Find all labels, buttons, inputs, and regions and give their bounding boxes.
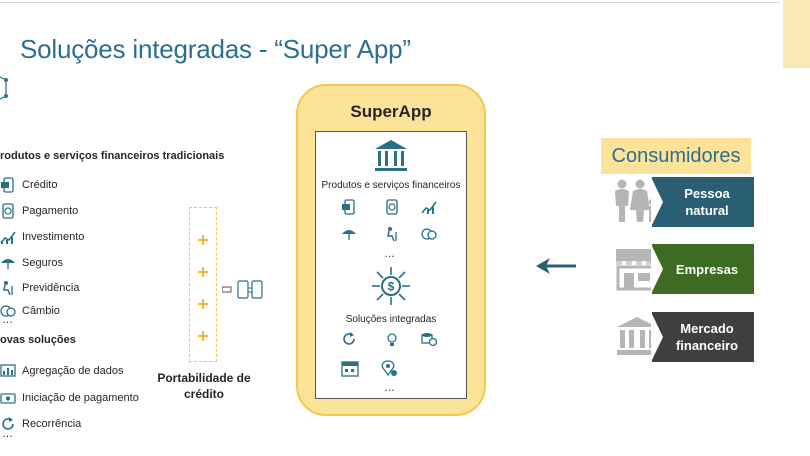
traditional-heading: rodutos e serviços financeiros tradicion… (0, 150, 225, 162)
corner-accent (783, 0, 810, 68)
payment-initiation-icon (0, 390, 16, 406)
calendar-icon (341, 361, 359, 377)
retirement-icon (387, 227, 397, 242)
plus-icon (197, 266, 209, 278)
slide-title: Soluções integradas - “Super App” (20, 34, 411, 64)
superapp-screen (315, 131, 467, 399)
payment-initiation-icon (387, 333, 397, 346)
list-item: Investimento (0, 224, 150, 250)
integrated-money-icon: $ (372, 267, 410, 305)
portability-label: Portabilidade de crédito (157, 371, 251, 401)
investment-chart-icon (421, 201, 437, 214)
new-solutions-list: Agregação de dados Iniciação de pagament… (0, 357, 150, 437)
recurrence-icon (343, 332, 355, 345)
currency-exchange-icon (421, 228, 437, 240)
top-divider (0, 2, 780, 3)
arrow-left-icon (536, 258, 576, 274)
products-more: … (384, 248, 395, 260)
location-money-icon (381, 360, 397, 377)
consumer-empresas: Empresas (651, 244, 754, 294)
chevron-notch (651, 177, 663, 227)
consumers-title: Consumidores (601, 138, 751, 174)
plus-icon (197, 330, 209, 342)
list-item: Seguros (0, 250, 150, 276)
credit-card-phone-icon (0, 177, 16, 193)
umbrella-icon (342, 230, 356, 240)
list-item: Previdência (0, 276, 150, 300)
list-item: Crédito (0, 172, 150, 198)
phones-transfer-icon (222, 280, 263, 299)
list-item: Recorrência (0, 411, 150, 437)
new-solutions-heading: ovas soluções (0, 334, 76, 346)
superapp-title: SuperApp (350, 102, 432, 121)
data-aggregation-icon (0, 363, 16, 379)
currency-exchange-icon (0, 303, 16, 319)
list-item: Agregação de dados (0, 357, 150, 385)
chevron-notch (651, 312, 663, 362)
payment-phone-icon (0, 203, 16, 219)
new-solutions-more: … (2, 428, 13, 440)
network-icon (0, 76, 8, 100)
recurrence-icon (0, 416, 16, 432)
list-item: Pagamento (0, 198, 150, 224)
list-item: Iniciação de pagamento (0, 385, 150, 411)
data-aggregation-icon (421, 333, 437, 347)
solutions-more: … (384, 382, 395, 394)
traditional-list: Crédito Pagamento Investimento Seguros P… (0, 172, 150, 322)
svg-text:$: $ (388, 280, 395, 294)
traditional-more: … (2, 314, 13, 326)
retirement-icon (0, 280, 16, 296)
portability-box (189, 207, 217, 362)
credit-card-phone-icon (342, 199, 355, 215)
chevron-notch (651, 244, 663, 294)
consumer-pessoa-natural: Pessoa natural (651, 177, 754, 227)
plus-icon (197, 234, 209, 246)
solutions-label: Soluções integradas (345, 314, 437, 325)
umbrella-icon (0, 255, 16, 271)
investment-chart-icon (0, 229, 16, 245)
list-item: Câmbio (0, 300, 150, 322)
people-icon (615, 179, 655, 222)
consumer-mercado-financeiro: Mercado financeiro (651, 312, 754, 362)
solutions-icon-grid (341, 331, 441, 383)
plus-icon (197, 298, 209, 310)
bank-icon (375, 140, 407, 171)
payment-phone-icon (386, 199, 398, 215)
products-label: Produtos e serviços financeiros (321, 180, 461, 191)
products-icon-grid (341, 199, 441, 249)
